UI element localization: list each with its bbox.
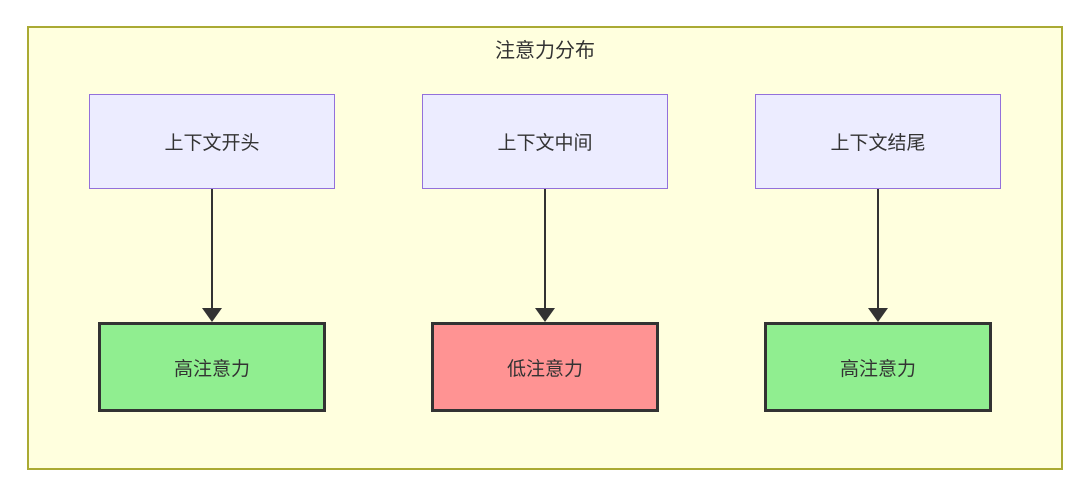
node-context-beginning-label: 上下文开头 xyxy=(164,133,260,154)
arrow-line xyxy=(544,189,546,309)
arrow-head-icon xyxy=(868,308,888,322)
diagram-columns-row: 上下文开头 高注意力 上下文中间 xyxy=(29,94,1061,412)
column-context-middle: 上下文中间 低注意力 xyxy=(422,94,668,412)
attention-distribution-container: 注意力分布 上下文开头 高注意力 上下文中间 xyxy=(27,26,1063,470)
node-context-middle: 上下文中间 xyxy=(422,94,668,189)
arrow-end-to-high xyxy=(868,189,888,322)
arrow-head-icon xyxy=(535,308,555,322)
node-high-attention-2-label: 高注意力 xyxy=(839,358,916,380)
column-context-beginning: 上下文开头 高注意力 xyxy=(89,94,335,412)
node-high-attention-1-label: 高注意力 xyxy=(173,358,250,380)
node-high-attention-1: 高注意力 xyxy=(98,322,326,412)
arrow-head-icon xyxy=(202,308,222,322)
arrow-line xyxy=(877,189,879,309)
node-context-beginning: 上下文开头 xyxy=(89,94,335,189)
node-context-end-label: 上下文结尾 xyxy=(830,133,926,154)
node-context-end: 上下文结尾 xyxy=(755,94,1001,189)
column-context-end: 上下文结尾 高注意力 xyxy=(755,94,1001,412)
diagram-title: 注意力分布 xyxy=(495,40,595,62)
arrow-beginning-to-high xyxy=(202,189,222,322)
arrow-middle-to-low xyxy=(535,189,555,322)
arrow-line xyxy=(211,189,213,309)
node-low-attention: 低注意力 xyxy=(431,322,659,412)
node-context-middle-label: 上下文中间 xyxy=(497,133,593,154)
node-high-attention-2: 高注意力 xyxy=(764,322,992,412)
node-low-attention-label: 低注意力 xyxy=(506,358,583,380)
